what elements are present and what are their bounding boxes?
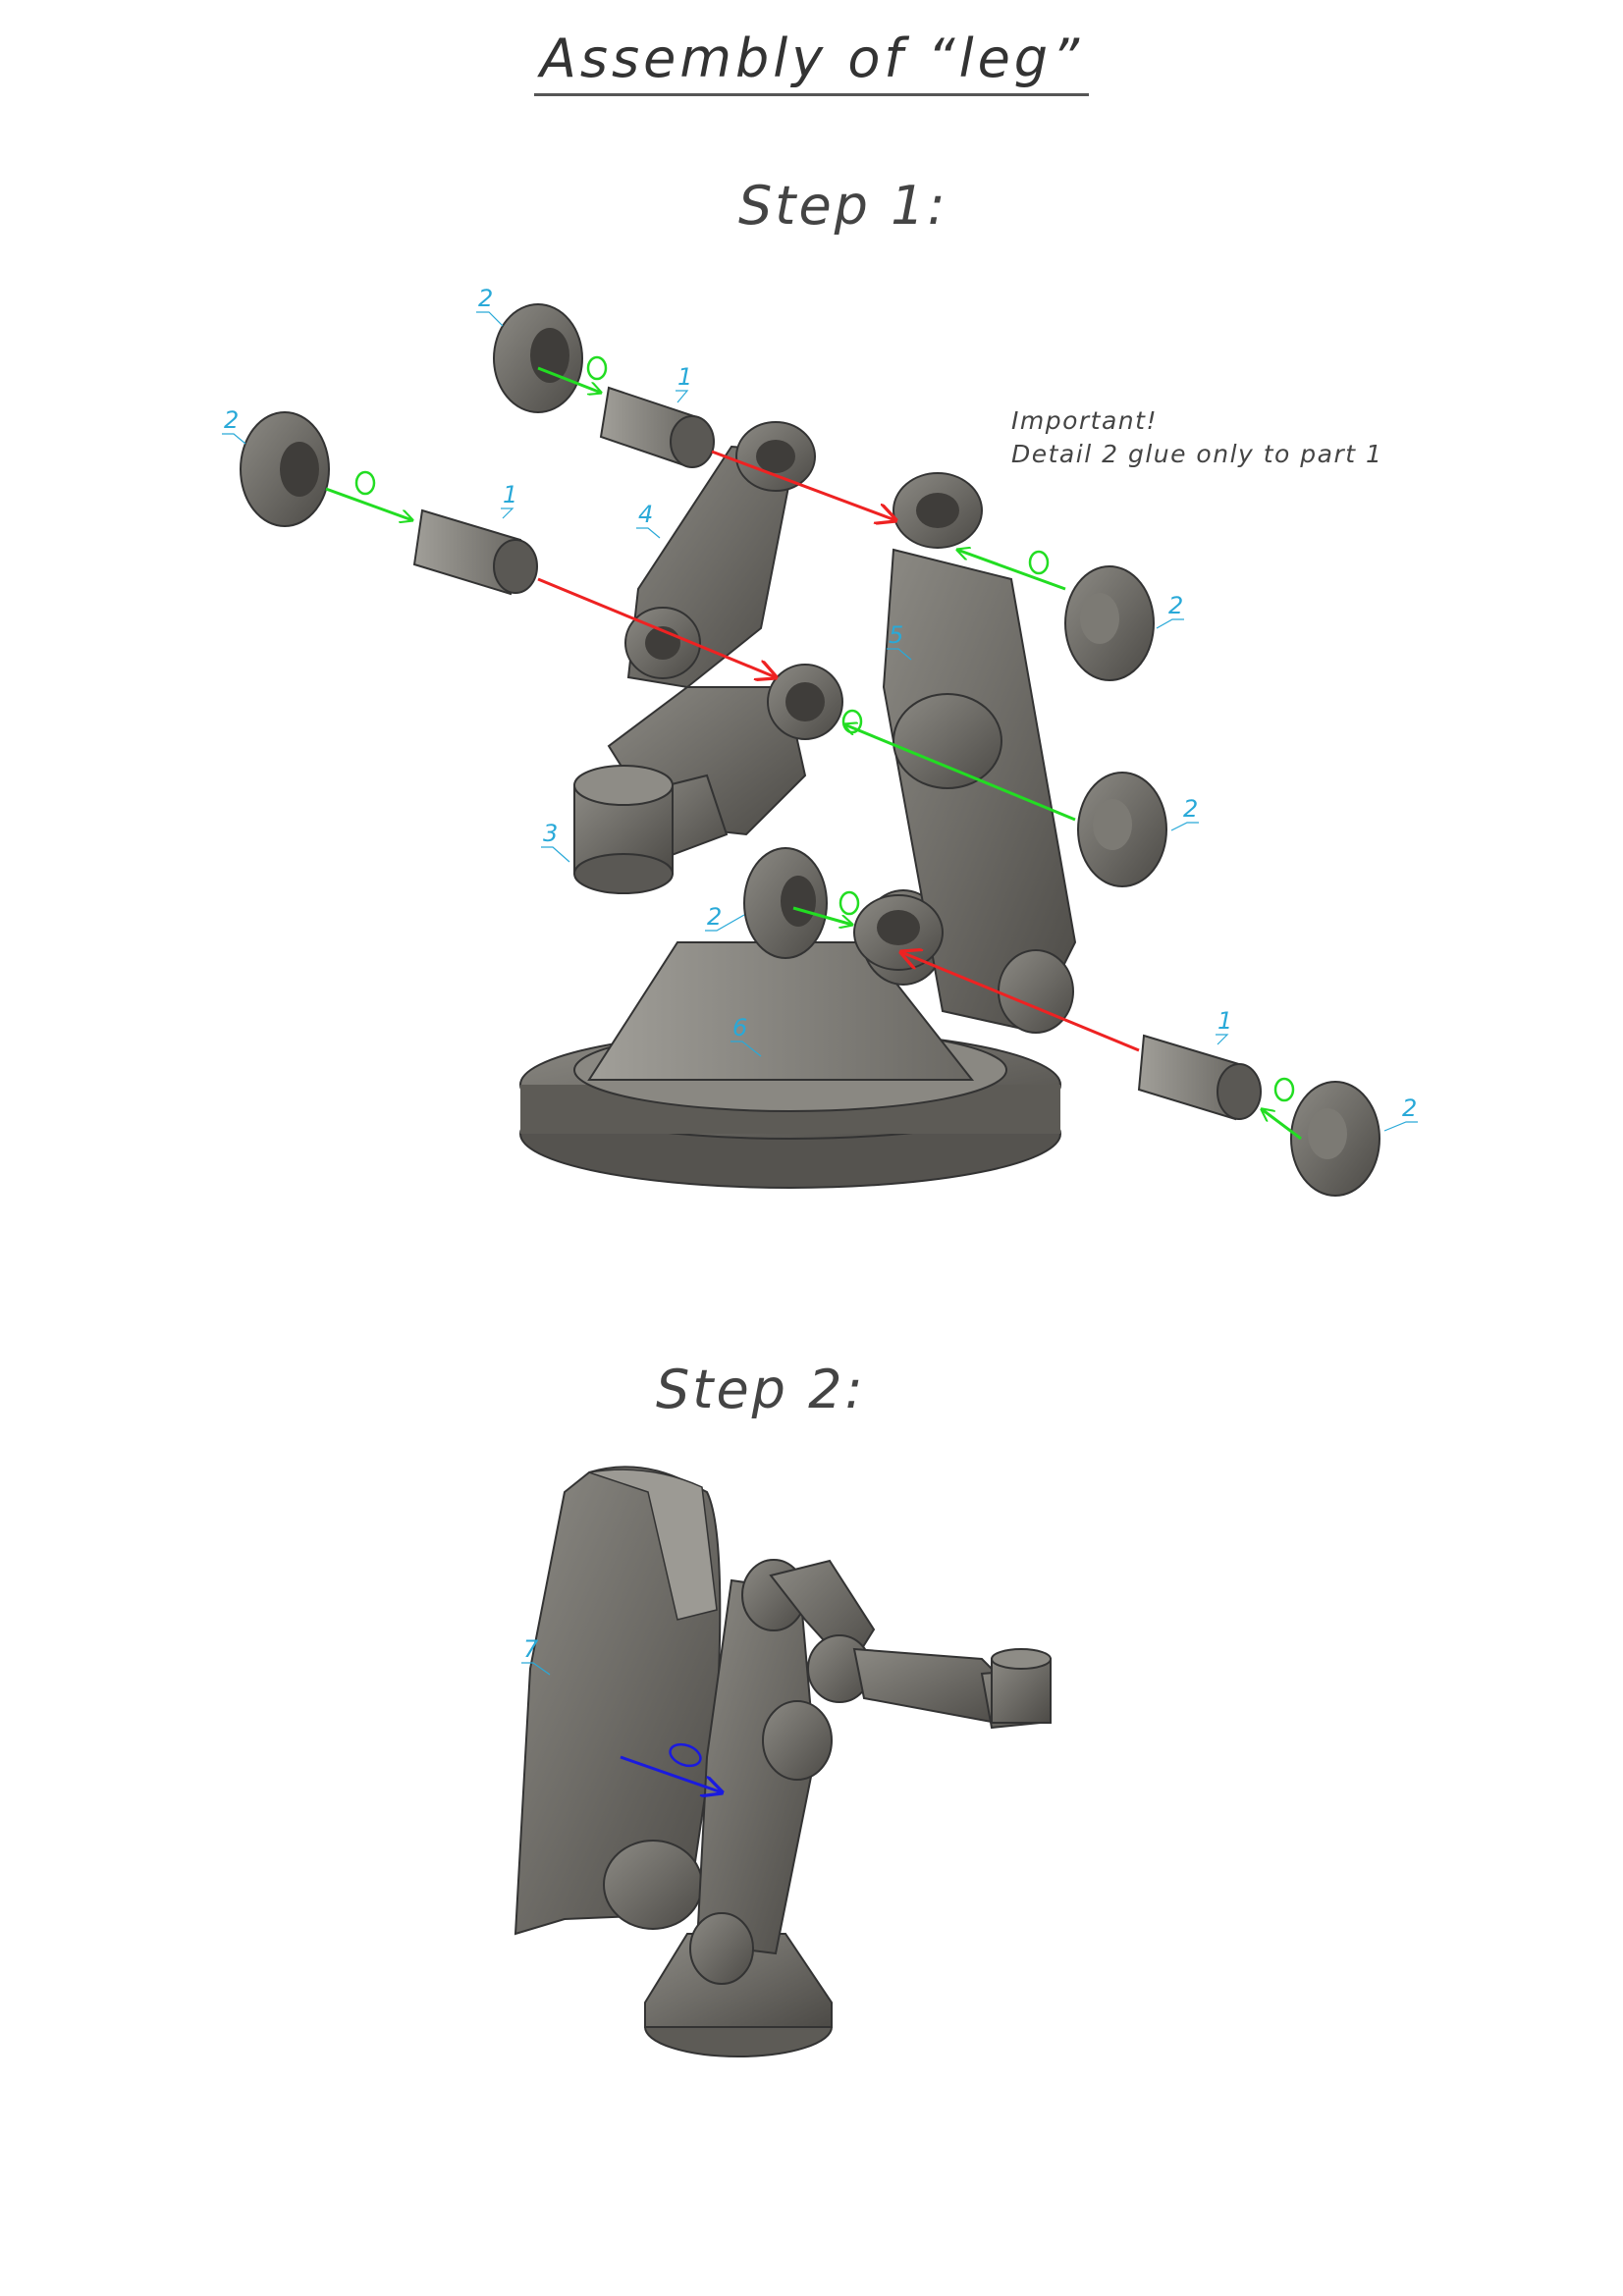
insert-arrow-3 [901,952,1140,1052]
attach-arrow [620,1755,722,1792]
part-3-hip [573,664,843,894]
glue-arrow-5 [792,906,852,925]
glue-arrow-4 [844,724,1076,822]
glue-drop-icon [669,1742,702,1768]
insert-arrow-1 [711,450,895,520]
step-1-heading: Step 1: [738,175,948,237]
part-1-pin-a [599,386,715,468]
note-line-1: Important! [1011,406,1158,435]
part-2-washer-d [1077,772,1167,887]
part-2-washer-c [1064,565,1155,681]
label-leaders [222,311,1418,1132]
label-7: 7 [523,1635,539,1663]
glue-drop-icon [354,355,1295,1102]
insert-arrow-2 [537,577,776,677]
part-2-washer-f [1290,1081,1380,1197]
label-2: 2 [707,903,722,931]
part-2-washer-a [493,303,583,413]
part-labels: 2 1 2 1 4 5 2 2 3 2 6 1 2 [224,285,1417,1122]
glue-arrow-1 [537,366,601,393]
label-1: 1 [1217,1007,1232,1035]
part-2-washer-e [743,847,828,959]
label-1: 1 [677,363,692,391]
part-1-pin-b [412,508,538,596]
label-4: 4 [638,501,653,528]
label-5: 5 [889,621,903,649]
glue-arrow-3 [957,550,1066,591]
part-1-pin-c [1137,1034,1262,1121]
assembled-leg [644,1559,1052,2057]
important-note: Important! Detail 2 glue only to part 1 [1011,404,1382,471]
label-2: 2 [224,406,239,434]
part-6-base [519,941,1061,1189]
page-title-text: Assembly of “leg” [533,27,1090,96]
part-2-washer-b [240,411,330,527]
glue-arrow-6 [1262,1109,1302,1141]
label-3: 3 [543,820,558,847]
label-2: 2 [478,285,493,312]
label-2: 2 [1168,592,1183,619]
page-title: Assembly of “leg” [0,27,1623,96]
label-6: 6 [732,1014,747,1041]
label-leader-7 [521,1662,551,1676]
label-2: 2 [1402,1095,1417,1122]
part-4-knee [624,421,816,689]
label-1: 1 [503,481,517,508]
part-base-joint [853,894,944,971]
label-2: 2 [1183,795,1198,823]
part-7-shin-plate [514,1466,722,1936]
glue-arrow-2 [325,487,412,520]
note-line-2: Detail 2 glue only to part 1 [1011,440,1383,468]
step-2-heading: Step 2: [656,1359,866,1420]
